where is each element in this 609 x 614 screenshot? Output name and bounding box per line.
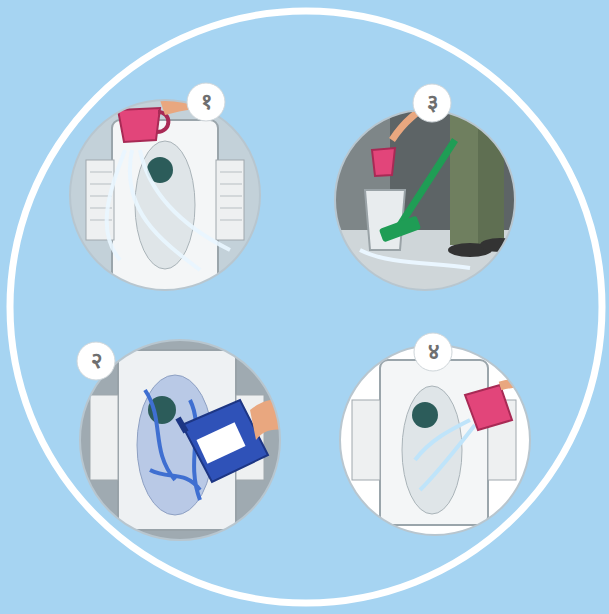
step-pour-water (60, 90, 270, 300)
badge (414, 333, 452, 371)
callout-number: ३ (414, 85, 450, 121)
badge (413, 84, 451, 122)
badge (77, 342, 115, 380)
outer-ring (10, 11, 602, 603)
badge (187, 83, 225, 121)
callout-number: १ (188, 84, 224, 120)
callout-number: ४ (415, 334, 451, 370)
callout-number: २ (78, 343, 114, 379)
step-scrub (330, 105, 520, 300)
step-rinse (340, 345, 545, 535)
